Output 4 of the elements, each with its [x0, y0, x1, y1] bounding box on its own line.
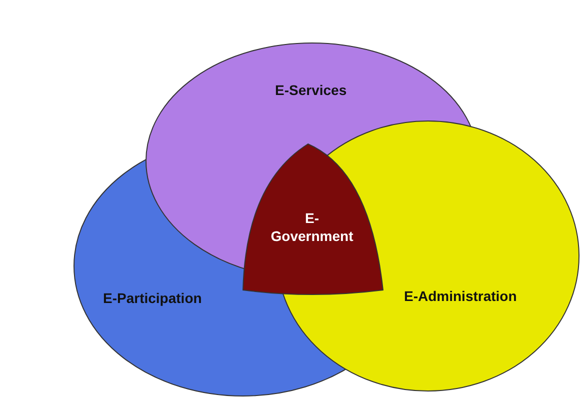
circle-label: E-Administration	[404, 288, 517, 304]
circle-label: E-Services	[275, 82, 347, 98]
circle-label: E- Government	[270, 209, 354, 245]
circle-label: E-Participation	[103, 290, 202, 306]
